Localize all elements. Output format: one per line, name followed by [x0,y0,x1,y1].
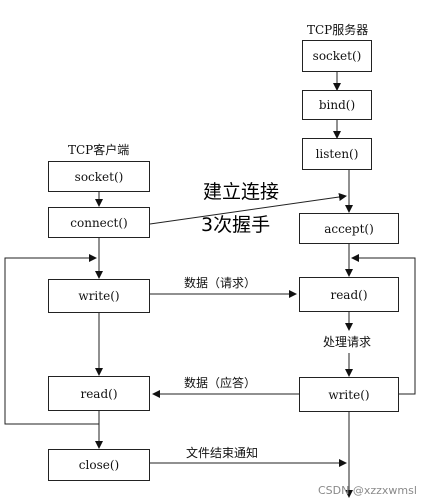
handshake-label-line2: 3次握手 [201,214,271,236]
eof-label: 文件结束通知 [186,446,259,460]
server-process-label: 处理请求 [323,335,372,349]
request-label: 数据（请求） [184,276,257,290]
server-accept-box: accept() [299,213,399,244]
response-label: 数据（应答） [184,376,257,390]
server-title: TCP服务器 [307,23,369,37]
handshake-label-line1: 建立连接 [203,181,280,203]
client-socket-box: socket() [48,161,150,192]
server-write-box: write() [299,377,399,412]
server-socket-box: socket() [302,40,372,72]
server-listen-box: listen() [302,138,372,170]
client-read-box: read() [48,376,150,411]
handshake-line [149,193,347,225]
server-loop-line [351,254,416,395]
client-loop-line [4,254,99,425]
client-connect-box: connect() [48,207,150,238]
watermark: CSDN @xzzxwmsl [318,484,417,497]
client-write-box: write() [48,279,150,313]
client-close-box: close() [48,449,150,481]
client-title: TCP客户端 [68,143,130,157]
server-bind-box: bind() [302,90,372,120]
server-read-box: read() [299,277,399,312]
